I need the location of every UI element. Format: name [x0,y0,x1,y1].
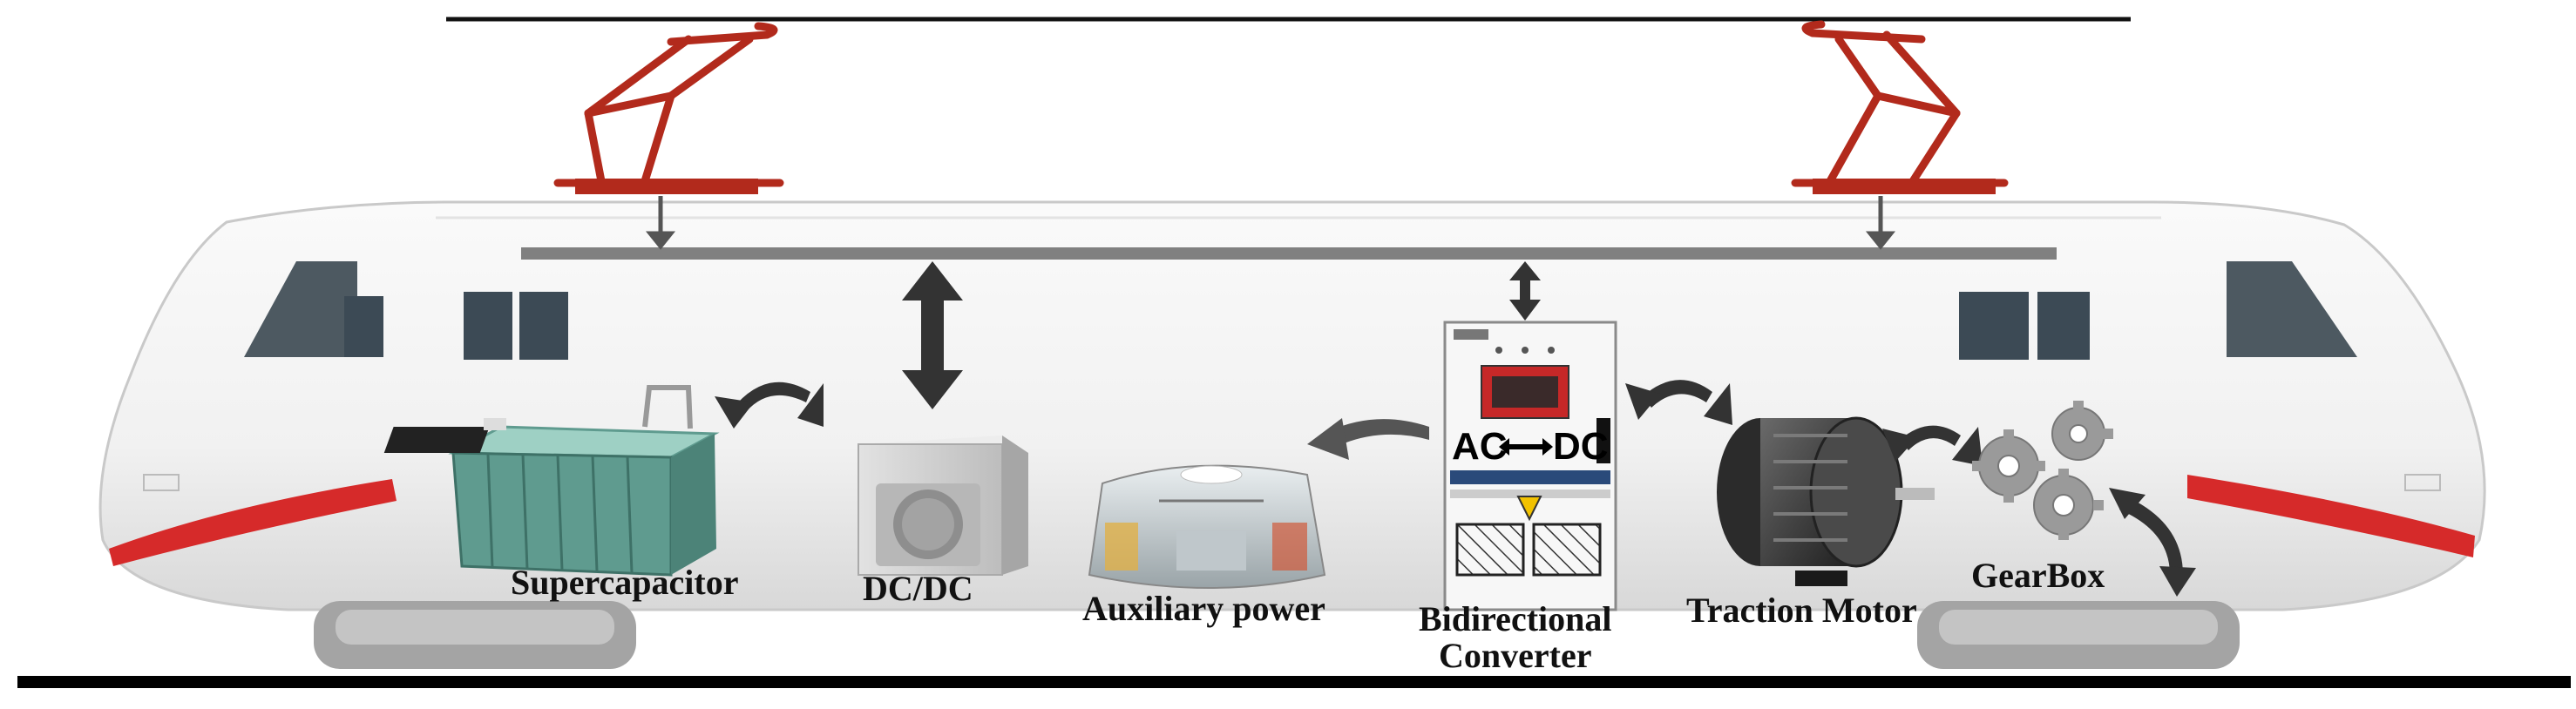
left-headlight [143,474,180,491]
right-window-1 [1959,292,2029,360]
supercap-dcdc-arrow [715,382,824,429]
left-bogie [314,601,636,669]
bidirectional-converter-label: Bidirectional Converter [1419,601,1611,674]
supercapacitor-label: Supercapacitor [511,563,739,602]
converter-motor-arrow [1625,380,1732,425]
gearbox-label: GearBox [1971,556,2105,595]
converter-label-line2: Converter [1439,636,1592,675]
bus-converter-arrow [1509,261,1541,321]
ac-text: AC [1452,425,1508,468]
ac-dc-display: AC DC [1452,425,1609,469]
dcdc-image [858,436,1028,576]
gearbox-image [1972,401,2113,540]
gear-wheel-arrow [2109,488,2196,597]
dc-bus [521,247,2057,260]
left-window-1 [344,296,383,357]
right-window-2 [2037,292,2090,360]
auxiliary-power-label: Auxiliary power [1082,589,1325,628]
bidirectional-converter-image [1443,321,1617,611]
left-pantograph-arrow [645,196,676,250]
supercapacitor-image [383,385,720,577]
dcdc-label: DC/DC [863,569,973,608]
right-windshield [2227,261,2357,357]
traction-motor-image [1717,416,1935,586]
bus-dcdc-arrow [902,261,963,409]
right-pantograph-arrow [1865,196,1896,250]
right-headlight [2404,474,2441,491]
arrow-left-head [1499,438,1509,456]
left-window-2 [464,292,512,360]
right-bogie [1917,601,2240,669]
converter-aux-arrow [1307,418,1429,460]
arrow-right-head [1542,438,1553,456]
converter-label-line1: Bidirectional [1419,599,1612,638]
motor-gear-arrow [1882,425,1983,466]
auxiliary-power-image [1088,464,1326,589]
bidirectional-arrow-icon [1506,444,1546,449]
right-red-stripe [2187,475,2475,557]
left-windshield [244,261,357,357]
traction-motor-label: Traction Motor [1686,591,1917,630]
dc-text: DC [1553,425,1609,468]
rail [17,676,2571,688]
left-window-3 [519,292,568,360]
left-pantograph [553,22,784,194]
left-red-stripe [109,479,397,566]
right-pantograph [1791,20,2009,194]
